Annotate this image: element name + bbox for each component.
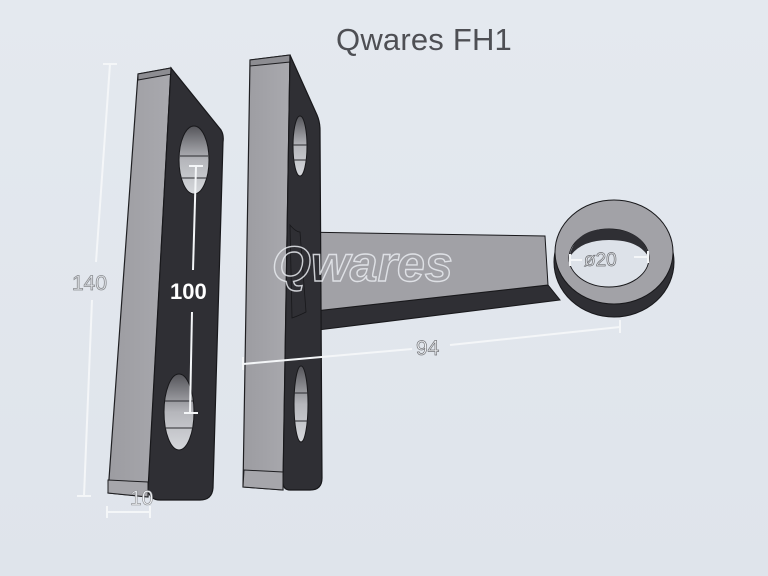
ring-diameter-label: ø20: [584, 250, 617, 271]
dimension-height: [77, 63, 117, 497]
watermark-text: Qwares: [272, 236, 453, 292]
left-plate: [107, 66, 224, 501]
dimension-hole-spacing: [184, 165, 203, 414]
dimension-thickness: [106, 506, 151, 518]
thickness-label: 10: [130, 487, 153, 510]
hole-spacing-label: 100: [170, 279, 207, 304]
dimension-arm-length: [242, 320, 621, 370]
right-plate-with-arm: [242, 54, 675, 491]
dimension-ring-diameter: [569, 251, 649, 266]
height-label: 140: [72, 272, 107, 295]
product-title: Qwares FH1: [336, 22, 512, 57]
arm-length-label: 94: [416, 337, 440, 360]
